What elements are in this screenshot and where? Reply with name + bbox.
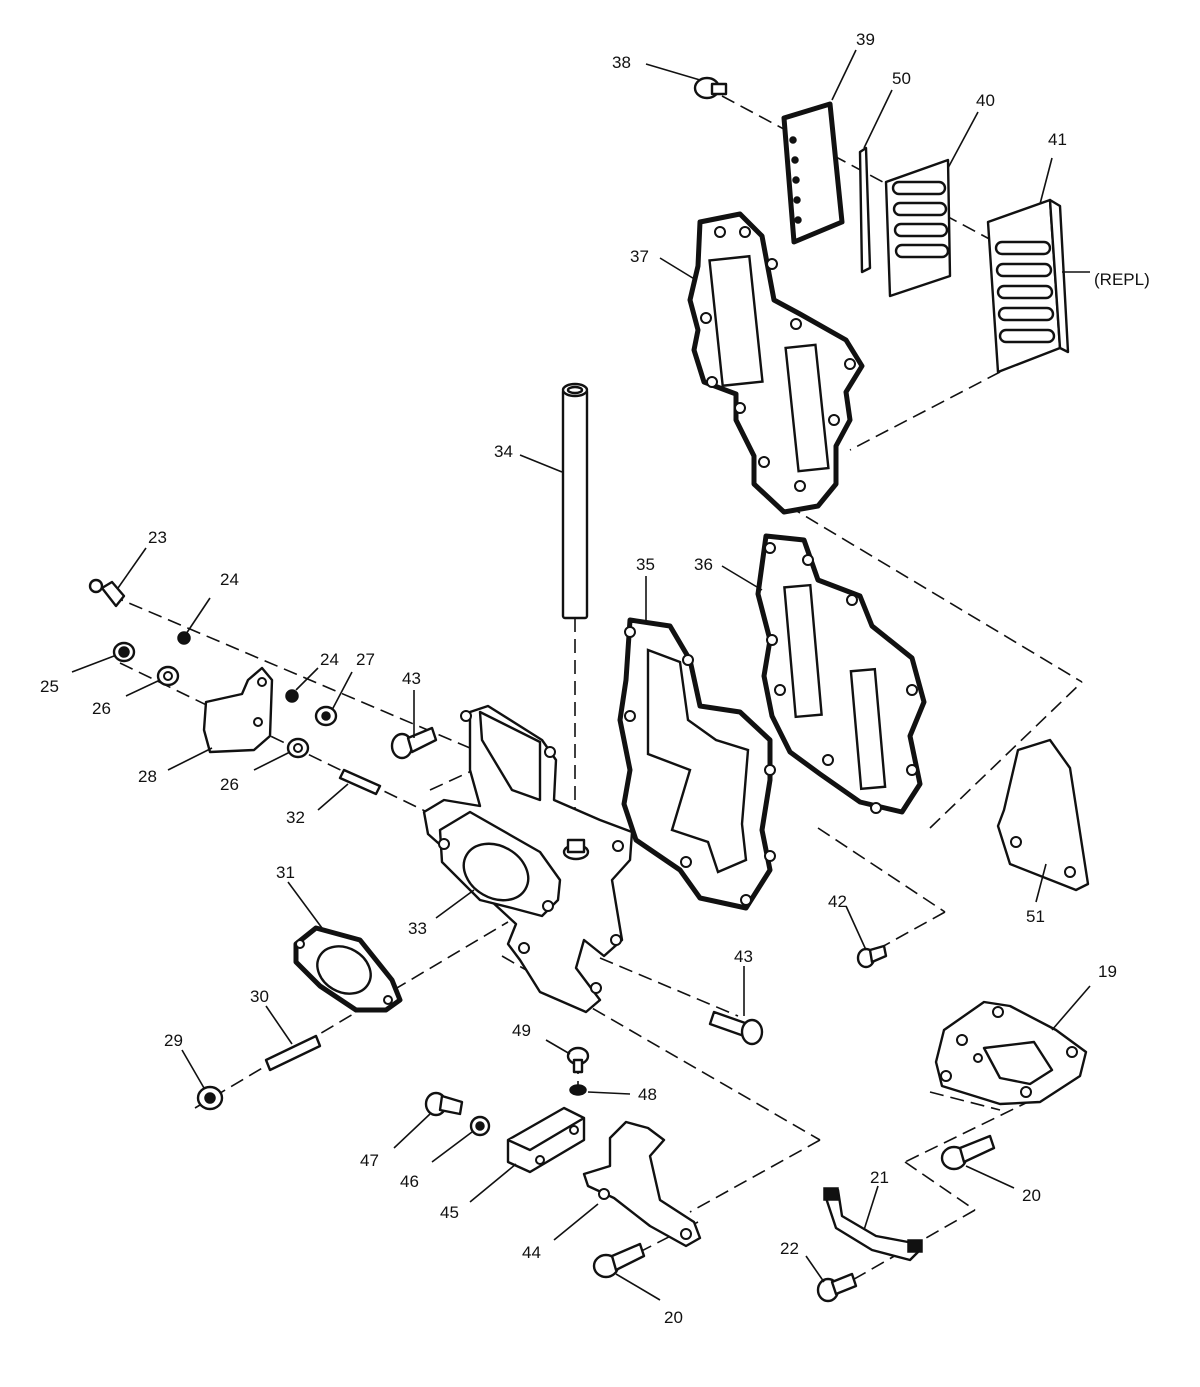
part-48-washer: [569, 1084, 631, 1096]
callout-51: 51: [1026, 907, 1045, 926]
callout-24-upper: 24: [220, 570, 239, 589]
callout-20-bottom: 20: [664, 1308, 683, 1327]
callout-24-lower: 24: [320, 650, 339, 669]
part-41-reed-block: [986, 157, 1090, 374]
callout-32: 32: [286, 808, 305, 827]
callout-19: 19: [1098, 962, 1117, 981]
callout-30: 30: [250, 987, 269, 1006]
part-45-clamp: [469, 1106, 586, 1203]
part-43-bolt-upper: [390, 690, 438, 760]
callout-41: 41: [1048, 130, 1067, 149]
callout-37: 37: [630, 247, 649, 266]
callout-38: 38: [612, 53, 631, 72]
part-20-bolt-bottom: [592, 1242, 661, 1301]
part-29-nut: [181, 1049, 224, 1111]
part-42-screw: [845, 905, 888, 969]
part-51-plate: [996, 738, 1090, 903]
callout-25: 25: [40, 677, 59, 696]
callout-20-right: 20: [1022, 1186, 1041, 1205]
part-31-flange-gasket: [287, 881, 403, 1013]
callout-22: 22: [780, 1239, 799, 1258]
part-44-bracket: [553, 1120, 702, 1248]
part-38-screw: [645, 63, 728, 100]
part-34-tube: [519, 382, 589, 620]
callout-44: 44: [522, 1243, 541, 1262]
part-39-plate: [781, 49, 857, 245]
part-49-screw: [545, 1039, 590, 1074]
callout-33: 33: [408, 919, 427, 938]
callout-35: 35: [636, 555, 655, 574]
part-47-screw: [393, 1091, 464, 1149]
callout-31: 31: [276, 863, 295, 882]
callout-26-upper: 26: [92, 699, 111, 718]
small-hardware: [71, 597, 353, 771]
callout-43-lower: 43: [734, 947, 753, 966]
part-33-manifold: [422, 704, 634, 1014]
callout-47: 47: [360, 1151, 379, 1170]
part-43-bolt-lower: [708, 966, 764, 1046]
part-28-bracket: [167, 666, 274, 771]
part-21-clip: [823, 1185, 923, 1262]
callout-28: 28: [138, 767, 157, 786]
part-40-reeds: [884, 111, 979, 298]
callout-49: 49: [512, 1021, 531, 1040]
callout-21: 21: [870, 1168, 889, 1187]
callout-27: 27: [356, 650, 375, 669]
part-46-washer: [431, 1115, 491, 1163]
callout-43-upper: 43: [402, 669, 421, 688]
assembly-lines: [109, 95, 1083, 1291]
part-37-gasket: [659, 211, 865, 515]
part-20-bolt-right: [940, 1134, 1015, 1189]
part-32-stud: [317, 768, 382, 811]
part-35-gasket: [617, 576, 776, 911]
part-50-strip: [858, 89, 893, 274]
callout-labels: 19 20 20 21 22 23 24 24 25 26 26 27 28 2…: [40, 30, 1150, 1327]
part-19-block: [934, 985, 1091, 1106]
callout-40: 40: [976, 91, 995, 110]
callout-42: 42: [828, 892, 847, 911]
part-22-screw: [805, 1255, 858, 1303]
callout-46: 46: [400, 1172, 419, 1191]
callout-26-lower: 26: [220, 775, 239, 794]
callout-45: 45: [440, 1203, 459, 1222]
callout-29: 29: [164, 1031, 183, 1050]
callout-34: 34: [494, 442, 513, 461]
callout-39: 39: [856, 30, 875, 49]
callout-23: 23: [148, 528, 167, 547]
callout-48: 48: [638, 1085, 657, 1104]
callout-36: 36: [694, 555, 713, 574]
part-30-stud: [264, 1005, 322, 1072]
callout-50: 50: [892, 69, 911, 88]
part-36-gasket: [721, 533, 927, 815]
part-23-fitting: [88, 547, 147, 608]
repl-note: (REPL): [1094, 270, 1150, 289]
